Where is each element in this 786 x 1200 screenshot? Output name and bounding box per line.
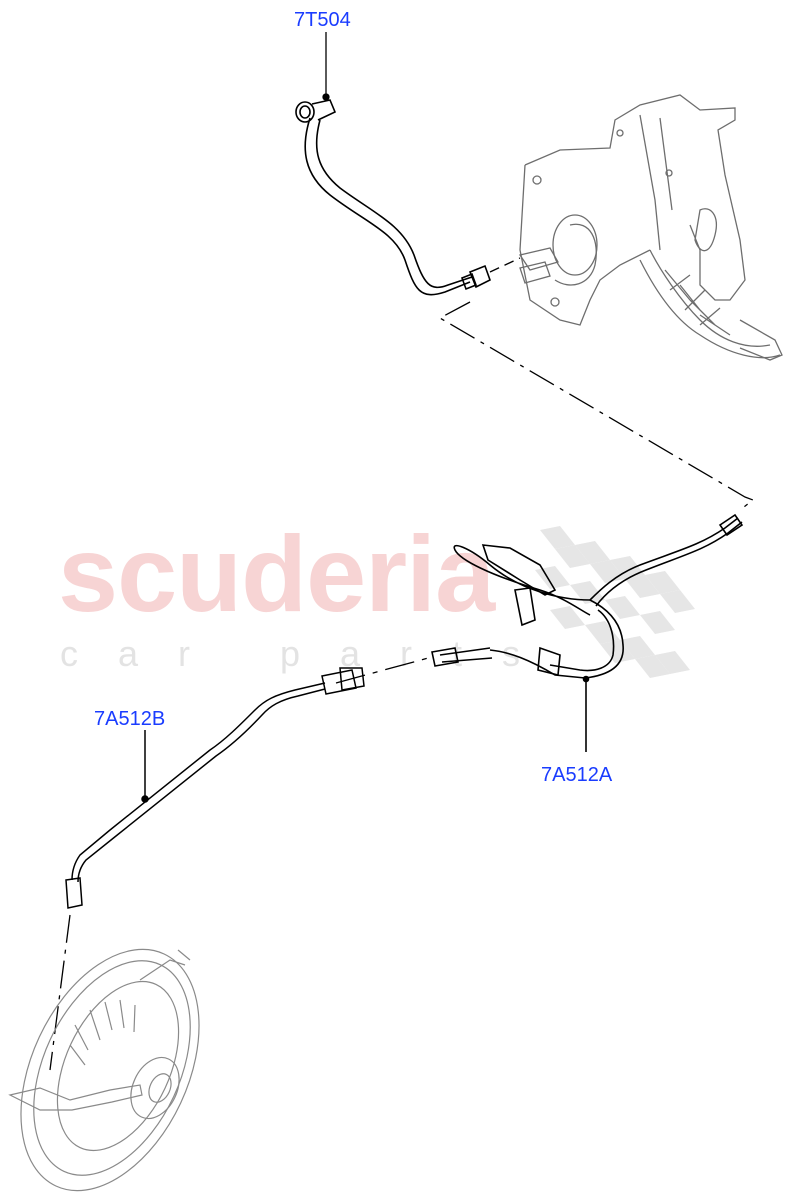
part-7A512B-line [65,667,365,909]
watermark-tagline: car parts [60,633,561,674]
assembly-leader-lines [49,257,755,1071]
clutch-pressure-plate [8,948,200,1192]
watermark-brand: scuderia [58,513,495,634]
callout-leader-7T504 [322,32,330,101]
part-7T504-hose [295,99,491,296]
part-7A512A-line [431,513,744,752]
checkered-flag-icon [535,526,695,678]
clutch-pedal-assembly [518,94,783,361]
callout-7A512A[interactable]: 7A512A [541,764,613,786]
callout-7A512B[interactable]: 7A512B [94,708,166,730]
callout-7T504[interactable]: 7T504 [294,9,351,31]
